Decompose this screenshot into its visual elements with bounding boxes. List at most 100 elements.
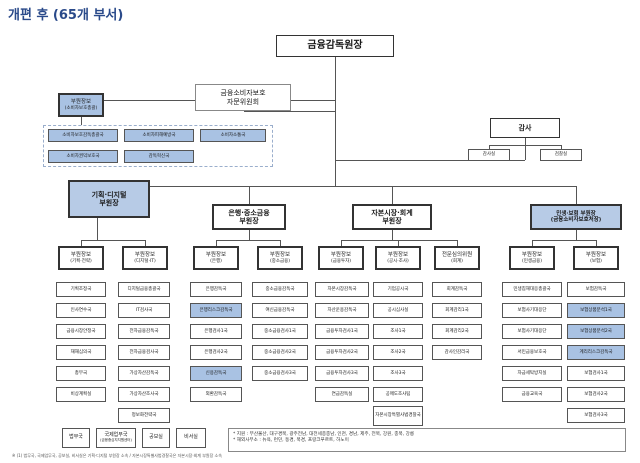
department-box: 회계감독국 <box>432 282 482 297</box>
governor-label: 금융감독원장 <box>307 40 363 52</box>
department-box: 은행검사1국 <box>190 324 242 339</box>
deputy-planning-digital: 기획·디지털 부원장 <box>68 180 150 218</box>
consumer-unit: 소비자보호감독총괄국 <box>48 129 118 142</box>
department-box: 은행검사2국 <box>190 345 242 360</box>
consumer-aide-line2: (소비자보호총괄) <box>64 105 98 111</box>
department-box: 기획조정국 <box>56 282 106 297</box>
notes-box: * 지원 : 부산울산, 대구경북, 광주전남, 대전세종충남, 인천, 경남,… <box>228 428 626 452</box>
connector-line <box>457 240 458 246</box>
connector-line <box>341 240 457 241</box>
connector-line <box>596 240 597 246</box>
department-box: 금융투자검사1국 <box>315 324 369 339</box>
note-line: * 해외사무소 : 뉴욕, 런던, 동경, 북경, 프랑크푸르트, 하노이 <box>233 438 349 444</box>
department-box: 신용감독국 <box>190 366 242 381</box>
connector-line <box>280 240 281 246</box>
department-box: 회계감리2국 <box>432 324 482 339</box>
department-box: 중소금융검사1국 <box>252 324 308 339</box>
note-line: * 지원 : 부산울산, 대구경북, 광주전남, 대전세종충남, 인천, 경남,… <box>233 432 415 437</box>
department-box: 자금세탁방지실 <box>502 366 562 381</box>
connector-line <box>216 240 217 246</box>
department-box: 민생침해대응총괄국 <box>502 282 562 297</box>
deputy-banking: 은행·중소금융 부원장 <box>212 204 286 230</box>
department-box: 계리리스크감독국 <box>567 345 625 360</box>
connector-line <box>561 145 562 149</box>
connector-line <box>249 186 250 204</box>
aide-box: 전문심의위원(회계) <box>434 246 480 270</box>
department-box: 보험상품분석2국 <box>567 324 625 339</box>
department-box: 금융시장안정국 <box>56 324 106 339</box>
connector-line <box>244 111 335 112</box>
audit-label: 감사 <box>518 123 532 132</box>
consumer-aide-box: 부원장보 (소비자보호총괄) <box>58 93 104 117</box>
department-box: 가상자산감독국 <box>118 366 170 381</box>
connector-line <box>576 186 577 204</box>
bottom-unit: 비서실 <box>176 428 206 448</box>
department-box: 보험사기대응단 <box>502 324 562 339</box>
connector-line <box>398 240 399 246</box>
department-box: 금융투자검사2국 <box>315 345 369 360</box>
department-box: 자본시장감독국 <box>315 282 369 297</box>
connector-line <box>97 218 98 240</box>
department-box: 보험검사3국 <box>567 408 625 423</box>
connector-line <box>335 160 525 161</box>
bottom-unit: 법무국 <box>62 428 90 448</box>
connector-line <box>532 240 596 241</box>
department-box: 자산운용감독국 <box>315 303 369 318</box>
department-box: 보험상품분석1국 <box>567 303 625 318</box>
consumer-unit: 소비자소통국 <box>200 129 266 142</box>
committee-line2: 자문위원회 <box>226 97 260 106</box>
department-box: 공시심사실 <box>373 303 423 318</box>
department-box: 전자금융감독국 <box>118 324 170 339</box>
department-box: 연금감독실 <box>315 387 369 402</box>
department-box: 중소금융감독국 <box>252 282 308 297</box>
connector-line <box>216 240 280 241</box>
department-box: 기업공시국 <box>373 282 423 297</box>
department-box: 중소금융검사3국 <box>252 366 308 381</box>
bottom-unit: 국제업무국 (금융중심지지원센터) <box>96 428 136 448</box>
governor-box: 금융감독원장 <box>276 35 394 57</box>
department-box: 외환감독국 <box>190 387 242 402</box>
aide-box: 부원장보(중소금융) <box>257 246 303 270</box>
department-box: IT검사국 <box>118 303 170 318</box>
department-box: 보험검사2국 <box>567 387 625 402</box>
connector-line <box>145 240 146 246</box>
department-box: 금융투자검사3국 <box>315 366 369 381</box>
bottom-unit-note: (금융중심지지원센터) <box>100 437 132 442</box>
aide-box: 부원장보(보험) <box>573 246 619 270</box>
aide-box: 부원장보(디지털·IT) <box>122 246 168 270</box>
department-box: 회계감리1국 <box>432 303 482 318</box>
department-box: 인사연수국 <box>56 303 106 318</box>
consumer-aide-line1: 부원장보 <box>70 99 92 106</box>
department-box: 금융교육국 <box>502 387 562 402</box>
deputy-capital-market: 자본시장·회계 부원장 <box>352 204 432 230</box>
connector-line <box>81 240 82 246</box>
connector-line <box>576 230 577 240</box>
connector-line <box>341 240 342 246</box>
connector-line <box>335 57 336 186</box>
department-box: 은행리스크감독국 <box>190 303 242 318</box>
deputy-consumer-insurance: 민생·보험 부원장 (금융소비자보호처장) <box>530 204 622 230</box>
aide-box: 부원장보(민생금융) <box>509 246 555 270</box>
consumer-units-group <box>43 125 273 167</box>
department-box: 자본시장특별사법경찰국 <box>373 406 423 426</box>
department-box: 조사2국 <box>373 345 423 360</box>
aide-box: 부원장보(은행) <box>193 246 239 270</box>
connector-line <box>249 230 250 240</box>
department-box: 보험감독국 <box>567 282 625 297</box>
bottom-unit: 공보실 <box>142 428 170 448</box>
department-box: 비상계획실 <box>56 387 106 402</box>
aide-box: 부원장보(기획·전략) <box>58 246 104 270</box>
connector-line <box>489 145 561 146</box>
department-box: 감사인감리국 <box>432 345 482 360</box>
department-box: 조사1국 <box>373 324 423 339</box>
connector-line <box>525 138 526 160</box>
aide-box: 부원장보(공시·조사) <box>375 246 421 270</box>
connector-line <box>392 230 393 240</box>
connector-line <box>81 240 145 241</box>
connector-line <box>97 186 577 187</box>
department-box: 전자금융검사국 <box>118 345 170 360</box>
audit-box: 감사 <box>490 118 560 138</box>
consumer-unit: 소비자피해예방국 <box>124 129 194 142</box>
footnote: ※ (1) 법무국, 국제업무국, 공보실, 비서실은 기획·디지털 부원장 소… <box>12 453 222 458</box>
department-box: 총무국 <box>56 366 106 381</box>
